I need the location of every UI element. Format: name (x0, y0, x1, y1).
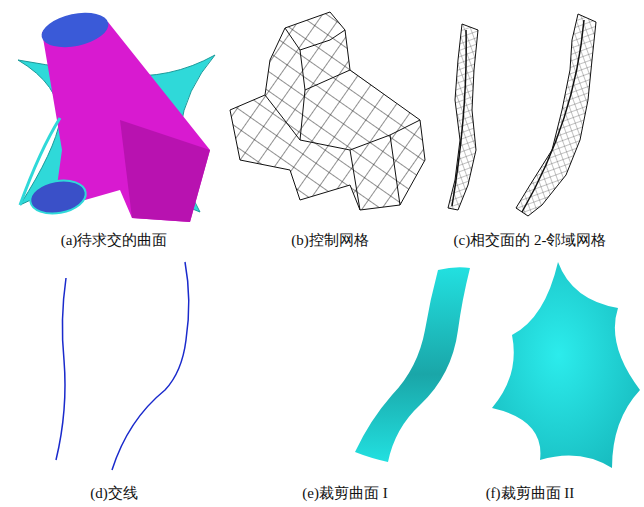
figure-caption: (e)裁剪曲面 I (235, 484, 455, 502)
intersection-trace (452, 20, 584, 212)
intersection-curves (56, 262, 189, 470)
neighbourhood-mesh (448, 14, 596, 216)
trimmed-surface (492, 262, 640, 468)
figure-caption: (f)裁剪曲面 II (420, 484, 640, 502)
trimmed-surface (355, 267, 470, 462)
control-mesh (230, 12, 425, 210)
mesh-strip (516, 14, 596, 216)
surface-edge (20, 118, 60, 205)
curve (112, 262, 189, 470)
mesh-wireframe (230, 12, 425, 210)
curve (56, 278, 66, 460)
tube-end (38, 7, 111, 52)
figure-caption: (a)待求交的曲面 (4, 231, 224, 249)
figure-caption: (d)交线 (4, 484, 224, 502)
figure-caption: (c)相交面的 2-邻域网格 (420, 231, 640, 249)
surface-render (18, 7, 215, 222)
mesh-edges (265, 28, 420, 210)
figure-caption: (b)控制网格 (220, 231, 440, 249)
tube-shade (120, 120, 210, 222)
tube-end (28, 176, 89, 217)
